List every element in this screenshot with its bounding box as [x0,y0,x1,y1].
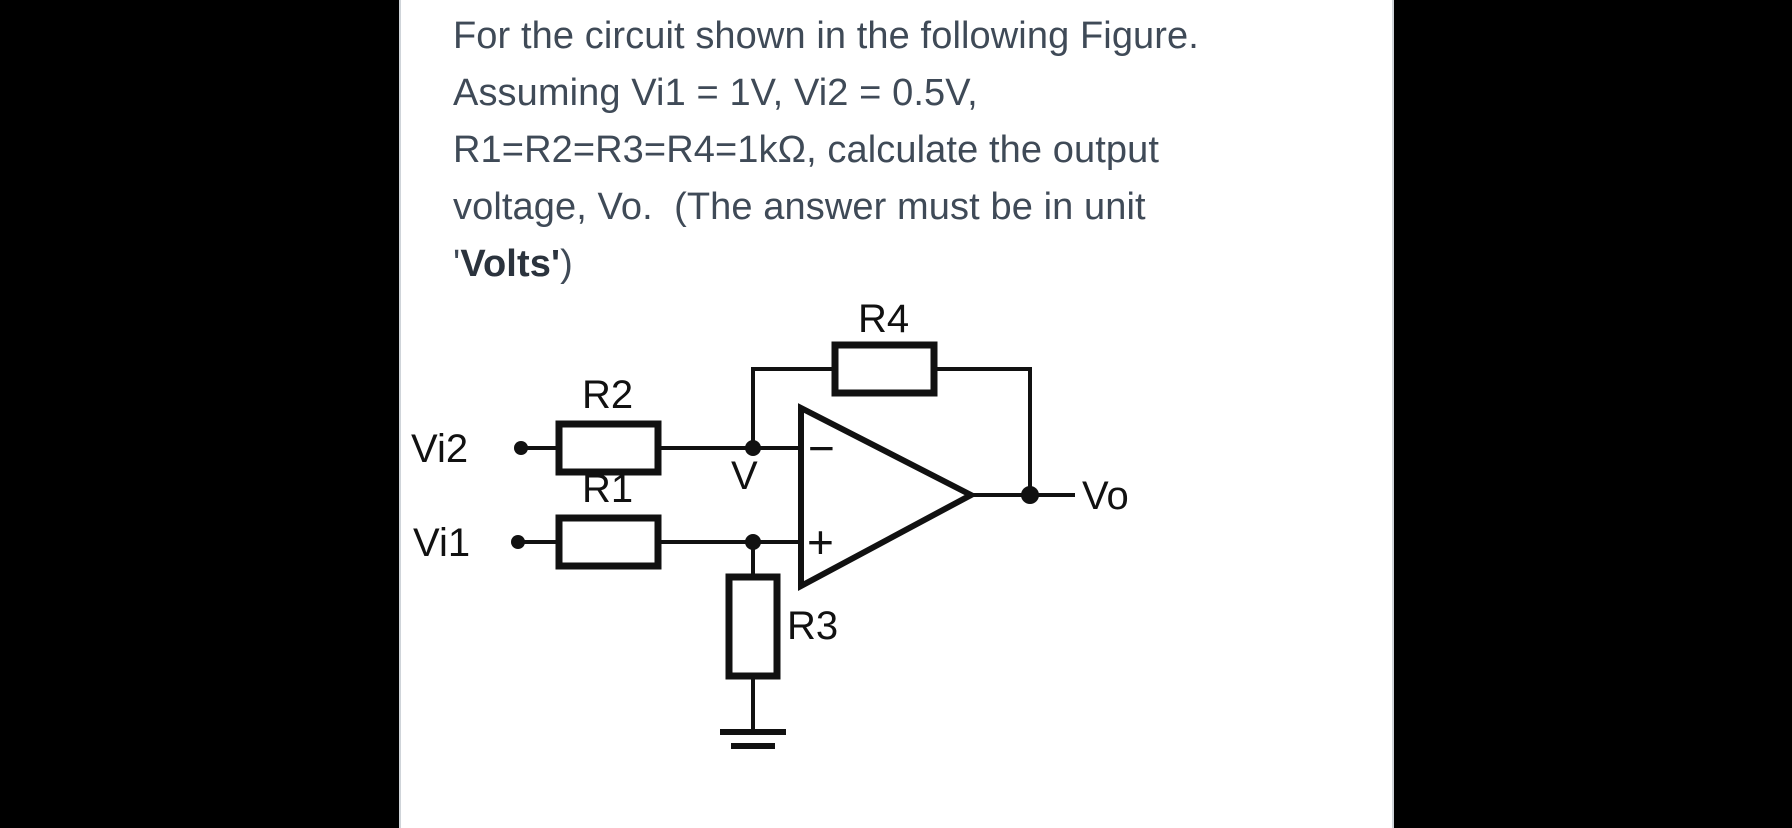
label-r3: R3 [787,604,838,648]
opamp-triangle [798,403,978,592]
label-vo: Vo [1082,474,1129,518]
label-r4: R4 [858,297,909,341]
question-text-part1: For the circuit shown in the following F… [453,15,1208,285]
circuit-diagram-svg: Vi2 Vi1 R2 R1 R4 R3 V Vo − + [411,297,1129,749]
resistor-r3-body [725,573,781,680]
circuit-figure: Vi2 Vi1 R2 R1 R4 R3 V Vo − + [401,296,1392,828]
label-r1: R1 [582,467,633,511]
label-node-v: V [731,454,758,498]
letterbox-right [1394,0,1792,828]
question-text-part2: ) [560,243,573,285]
resistor-r2-body [555,420,662,476]
question-text-emphasis: Volts' [460,243,561,285]
resistor-r4-body [831,341,938,397]
label-opamp-noninverting: + [807,516,834,568]
question-card: For the circuit shown in the following F… [399,0,1394,828]
label-vi2: Vi2 [411,427,468,471]
resistor-r1-body [555,514,662,570]
label-vi1: Vi1 [413,521,470,565]
letterbox-left [0,0,399,828]
question-text: For the circuit shown in the following F… [453,8,1213,293]
label-r2: R2 [582,373,633,417]
label-opamp-inverting: − [808,422,835,474]
